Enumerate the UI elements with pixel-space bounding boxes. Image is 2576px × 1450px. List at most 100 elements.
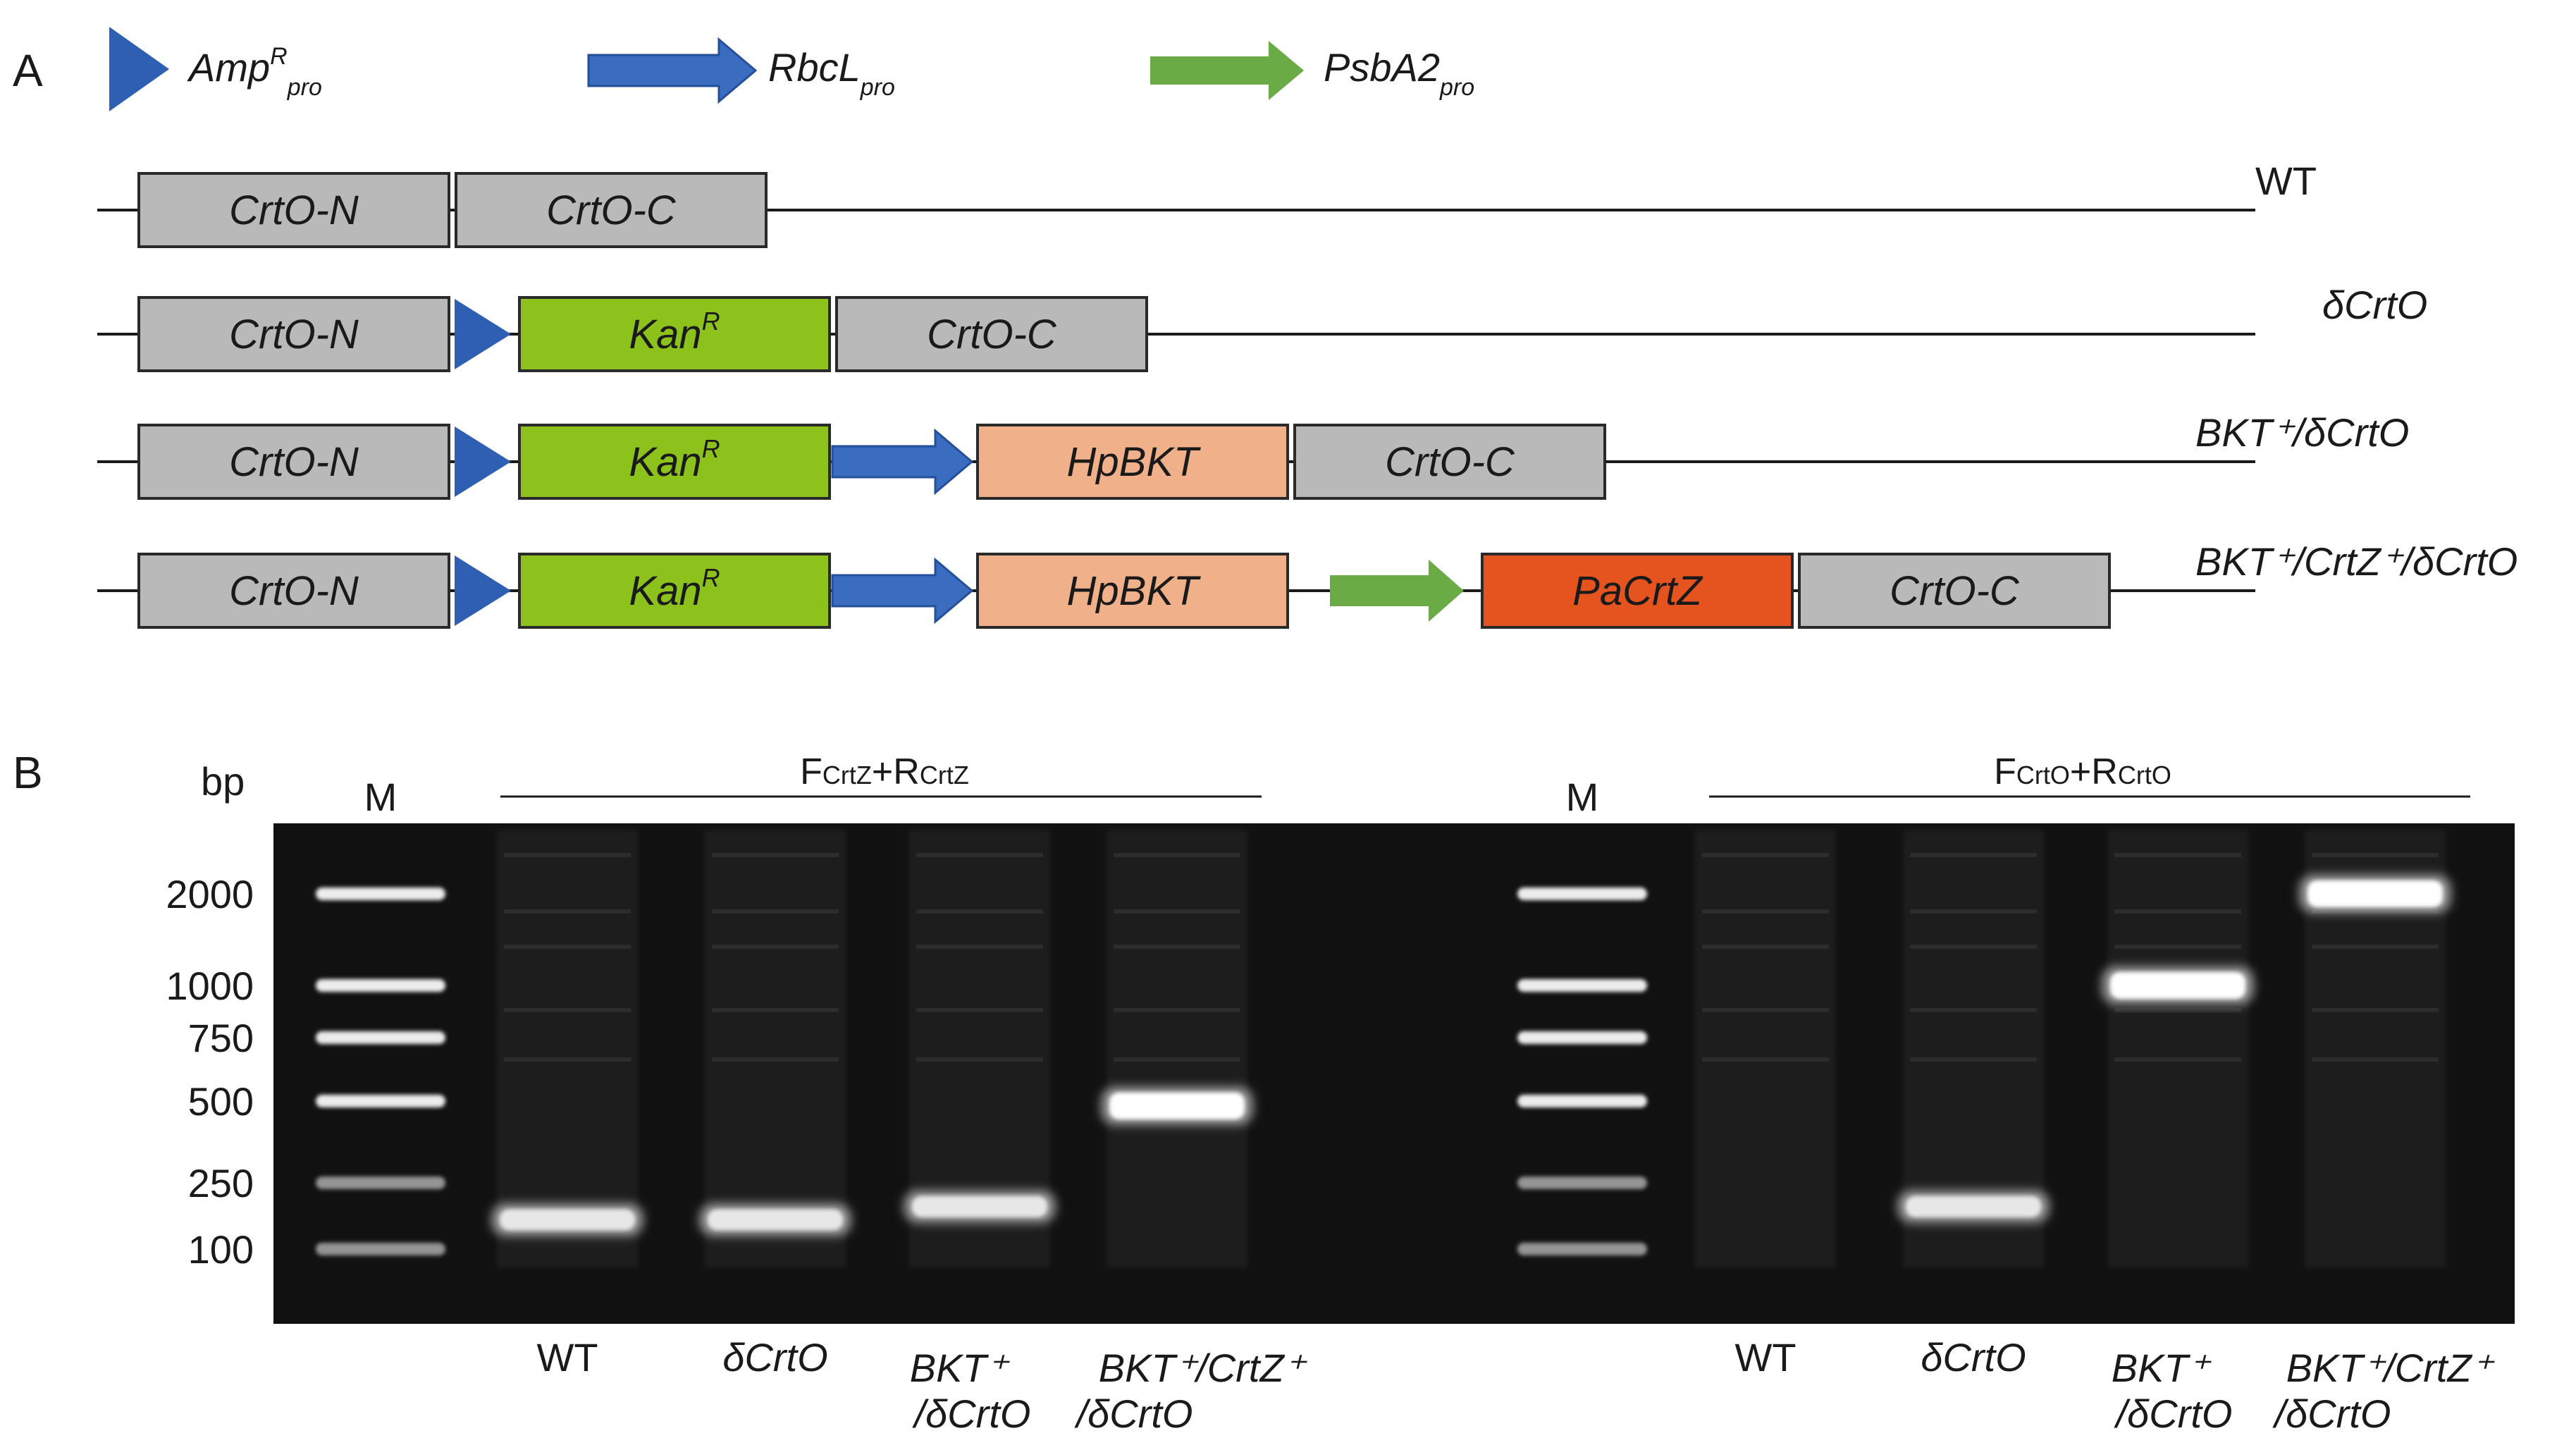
psba2-promoter-icon (1150, 41, 1304, 100)
gene-box (835, 296, 1148, 372)
sample-lane (1695, 830, 1836, 1267)
gene-block: KanR (518, 424, 831, 500)
faint-band (712, 945, 839, 949)
primer-f: F (800, 751, 822, 792)
faint-band (916, 853, 1043, 857)
faint-band (916, 1057, 1043, 1062)
legend-psba2-name: PsbA2 (1324, 45, 1440, 90)
ladder-label: 1000 (166, 964, 254, 1008)
gene-block: CrtO-N (137, 172, 450, 248)
ladder-band (1517, 887, 1647, 900)
gene-label: HpBKT (1067, 568, 1202, 614)
faint-band (2312, 1008, 2439, 1012)
ladder-label: 250 (188, 1161, 254, 1205)
product-band (2307, 880, 2443, 907)
ladder-label: 2000 (166, 872, 254, 916)
faint-band (1910, 945, 2037, 949)
gene-block: KanR (518, 296, 831, 372)
lane-label: BKT⁺/CrtZ⁺ (2286, 1346, 2496, 1390)
sample-lane (699, 830, 851, 1267)
gene-block: CrtO-C (455, 172, 768, 248)
ladder-lane (316, 887, 445, 1255)
gene-box (455, 172, 768, 248)
faint-band (504, 945, 631, 949)
ladder-band (316, 1243, 445, 1255)
gene-label: CrtO-C (1890, 568, 2020, 614)
faint-band (712, 853, 839, 857)
primer-r-sub: CrtO (2118, 761, 2171, 789)
svg-text:FCrtZ+RCrtZ: FCrtZ+RCrtZ (800, 751, 969, 792)
primer-r: R (2091, 751, 2118, 792)
construct-label: BKT⁺/δCrtO (2195, 410, 2409, 455)
gene-block: PaCrtZ (1481, 553, 1794, 629)
ladder-labels: 2000 1000 750 500 250 100 (166, 872, 254, 1272)
psba2-promoter-icon (1330, 560, 1464, 622)
faint-band (2312, 1057, 2439, 1062)
faint-band (916, 945, 1043, 949)
panel-a: A AmpRpro RbcLpro PsbA2pro (13, 27, 2518, 629)
marker-label-left: M (364, 775, 398, 819)
ladder-band (1517, 1176, 1647, 1189)
legend-amp-sub: pro (287, 74, 322, 101)
gene-block: CrtO-C (835, 296, 1148, 372)
gene-label: HpBKT (1067, 439, 1202, 485)
rbcl-promoter-icon (587, 37, 758, 104)
ladder-band (316, 887, 445, 900)
panel-b-label: B (13, 747, 43, 798)
gene-box (976, 424, 1289, 500)
gene-box (137, 296, 450, 372)
primer-f-sub: CrtO (2016, 761, 2070, 789)
lane-label: WT (536, 1335, 598, 1380)
primer-plus: + (872, 751, 893, 792)
legend: AmpRpro RbcLpro PsbA2pro (109, 27, 1474, 111)
ladder-band (316, 1095, 445, 1107)
ladder-band (316, 1031, 445, 1044)
faint-band (2114, 853, 2241, 857)
lane-labels-right: WT δCrtO BKT⁺ /δCrtO BKT⁺/CrtZ⁺ /δCrtO (1734, 1335, 2495, 1436)
faint-band (1114, 909, 1240, 914)
faint-band (2114, 1008, 2241, 1012)
faint-band (1114, 1008, 1240, 1012)
faint-band (504, 909, 631, 914)
ladder-label: 500 (188, 1079, 254, 1124)
faint-band (712, 909, 839, 914)
faint-band (2312, 853, 2439, 857)
ladder-band (316, 1176, 445, 1189)
lane-label: /δCrtO (912, 1391, 1031, 1436)
gene-block: HpBKT (976, 553, 1289, 629)
gene-box (137, 553, 450, 629)
ladder-band (1517, 1095, 1647, 1107)
faint-band (2312, 945, 2439, 949)
faint-band (2114, 945, 2241, 949)
panel-a-label: A (13, 45, 43, 96)
product-band (500, 1209, 635, 1231)
unit-label: bp (201, 759, 245, 804)
lane-smear (1107, 830, 1247, 1267)
gene-box (518, 296, 831, 372)
gene-box (137, 172, 450, 248)
faint-band (1910, 1008, 2037, 1012)
gene-label: CrtO-N (229, 312, 359, 357)
legend-amp: AmpRpro (109, 27, 322, 111)
primer-header-left: FCrtZ+RCrtZ (500, 751, 1262, 798)
ladder-lane (1517, 887, 1647, 1255)
construct-label: δCrtO (2322, 283, 2427, 327)
primer-r: R (893, 751, 920, 792)
sample-lane (2299, 830, 2451, 1267)
sample-lane (491, 830, 643, 1267)
faint-band (1114, 945, 1240, 949)
legend-amp-name: Amp (187, 45, 270, 90)
amp-promoter-icon (455, 299, 511, 369)
gene-label: CrtO-N (229, 568, 359, 614)
faint-band (712, 1057, 839, 1062)
lane-label: /δCrtO (2114, 1391, 2233, 1436)
faint-band (1910, 853, 2037, 857)
gene-label: KanR (629, 307, 720, 357)
faint-band (1702, 1008, 1829, 1012)
gene-box (1481, 553, 1794, 629)
gene-box (1798, 553, 2111, 629)
rbcl-promoter-icon (831, 557, 974, 625)
lane-labels-left: WT δCrtO BKT⁺ /δCrtO BKT⁺/CrtZ⁺ /δCrtO (536, 1335, 1307, 1436)
